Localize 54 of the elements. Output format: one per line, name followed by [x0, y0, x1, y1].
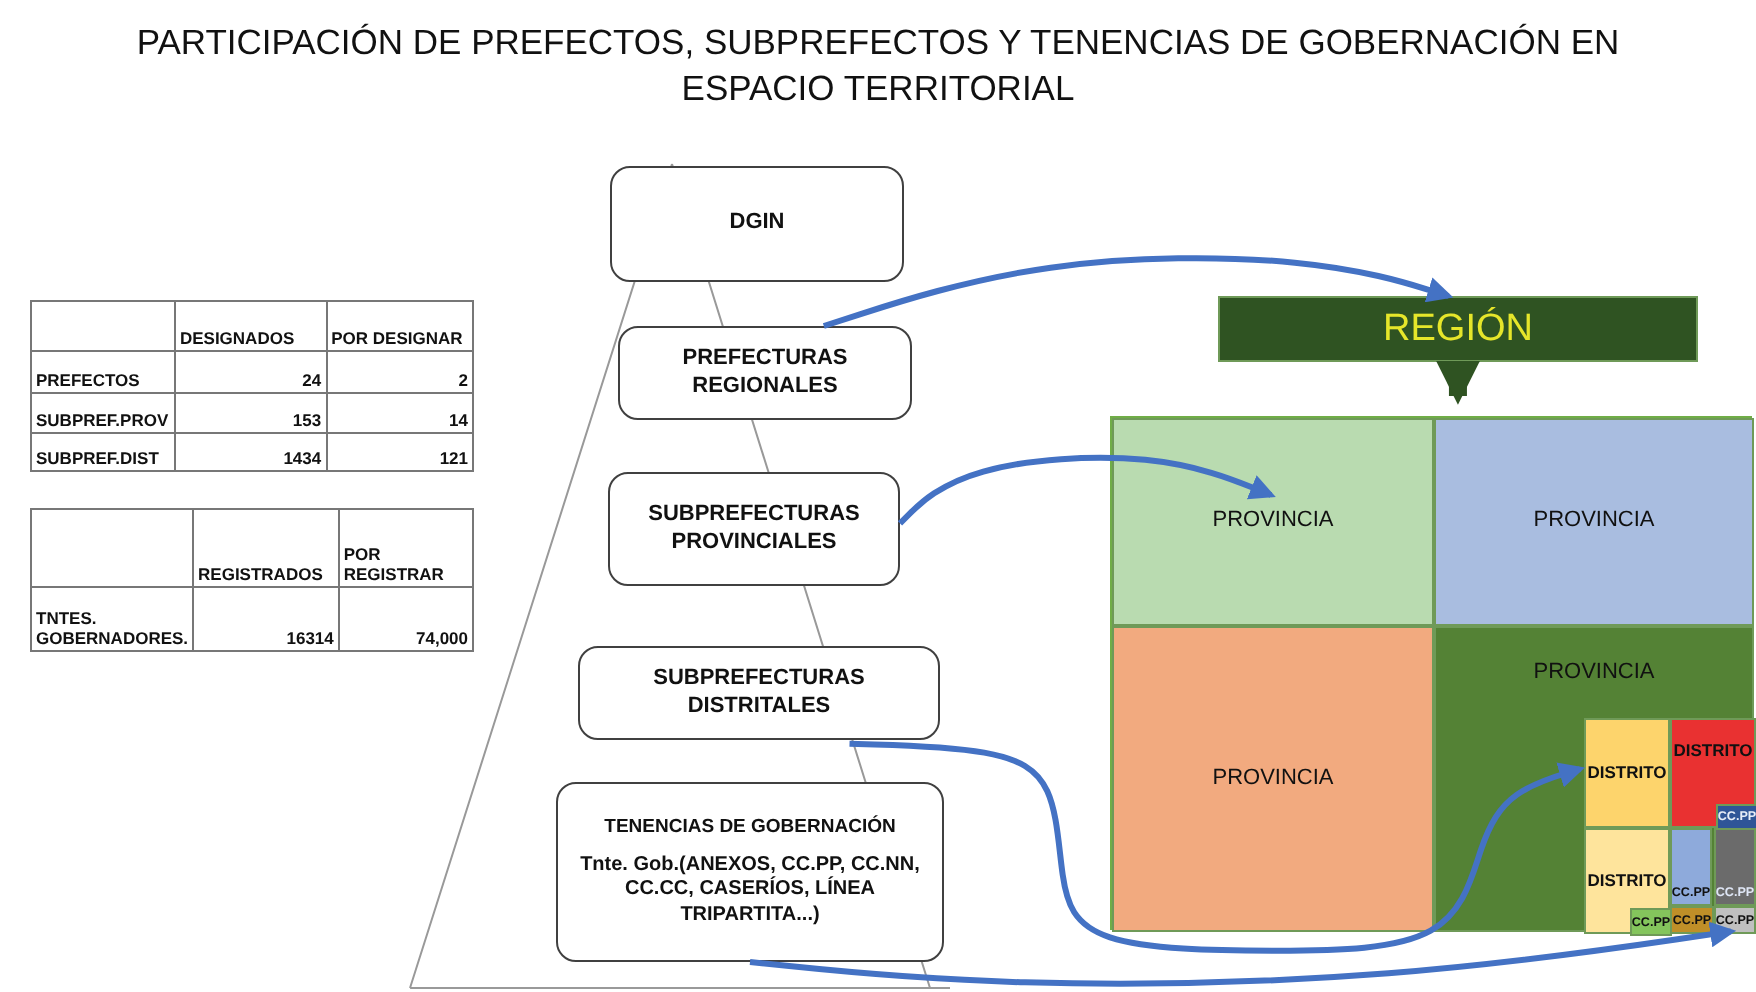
- box-label: DGIN: [729, 210, 785, 238]
- column-header: POR DESIGNAR: [326, 301, 473, 351]
- province-area: [1434, 418, 1754, 626]
- title: PARTICIPACIÓN DE PREFECTOS, SUBPREFECTOS Y TENENCIAS DE GOBERNACIÓN EN ESPACIO TERRITORIAL: [134, 20, 1622, 112]
- count-value: 1434: [174, 433, 327, 471]
- arrow: [849, 740, 1585, 954]
- column-header: REGISTRADOS: [193, 509, 339, 587]
- populated-center-area: [1716, 804, 1756, 830]
- process-box: [610, 166, 904, 282]
- row-header: TNTES. GOBERNADORES.: [31, 587, 194, 651]
- area-label: DISTRITO: [1587, 870, 1667, 892]
- process-box: [608, 472, 900, 586]
- arrow: [897, 454, 1276, 526]
- district-area: [1584, 718, 1670, 828]
- count-value: 16314: [193, 587, 339, 651]
- column-header: DESIGNADOS: [174, 301, 327, 351]
- process-box: [618, 326, 912, 420]
- area-label: DISTRITO: [1587, 762, 1667, 784]
- area-label: PROVINCIA: [1212, 508, 1334, 536]
- process-box: [556, 782, 944, 962]
- arrow: [1436, 360, 1480, 405]
- box-label: SUBPREFECTURAS DISTRITALES: [651, 665, 867, 721]
- column-header: POR REGISTRAR: [338, 509, 473, 587]
- populated-center-area: [1670, 828, 1712, 906]
- box-description: Tnte. Gob.(ANEXOS, CC.PP, CC.NN, CC.CC, CASERÍOS, LÍNEA TRIPARTITA...): [578, 853, 922, 929]
- populated-center-area: [1670, 906, 1714, 934]
- box-label: TENENCIAS DE GOBERNACIÓN: [604, 815, 896, 840]
- area-label: PROVINCIA: [1533, 660, 1655, 688]
- province-area: [1112, 626, 1434, 932]
- count-value: 14: [326, 393, 473, 433]
- box-label: PREFECTURAS REGIONALES: [680, 345, 850, 401]
- province-area: [1434, 626, 1754, 932]
- populated-center-area: [1630, 908, 1672, 936]
- row-header: PREFECTOS: [31, 351, 175, 393]
- populated-center-area: [1714, 828, 1756, 906]
- area-label: PROVINCIA: [1533, 508, 1655, 536]
- region-map: [1110, 416, 1752, 930]
- row-header: SUBPREF.DIST: [31, 433, 175, 471]
- province-area: [1112, 418, 1434, 626]
- district-area: [1670, 718, 1756, 828]
- process-box: [578, 646, 940, 740]
- count-value: 24: [174, 351, 327, 393]
- row-header: SUBPREF.PROV: [31, 393, 175, 433]
- district-area: [1584, 828, 1670, 934]
- count-value: 153: [174, 393, 327, 433]
- arrow: [749, 921, 1737, 987]
- area-label: DISTRITO: [1673, 740, 1753, 762]
- box-label: SUBPREFECTURAS PROVINCIALES: [646, 501, 862, 557]
- box-label: REGIÓN: [1383, 305, 1533, 353]
- area-label: PROVINCIA: [1212, 765, 1334, 793]
- region-banner: [1218, 296, 1698, 362]
- count-value: 74,000: [338, 587, 473, 651]
- count-value: 2: [326, 351, 473, 393]
- count-value: 121: [326, 433, 473, 471]
